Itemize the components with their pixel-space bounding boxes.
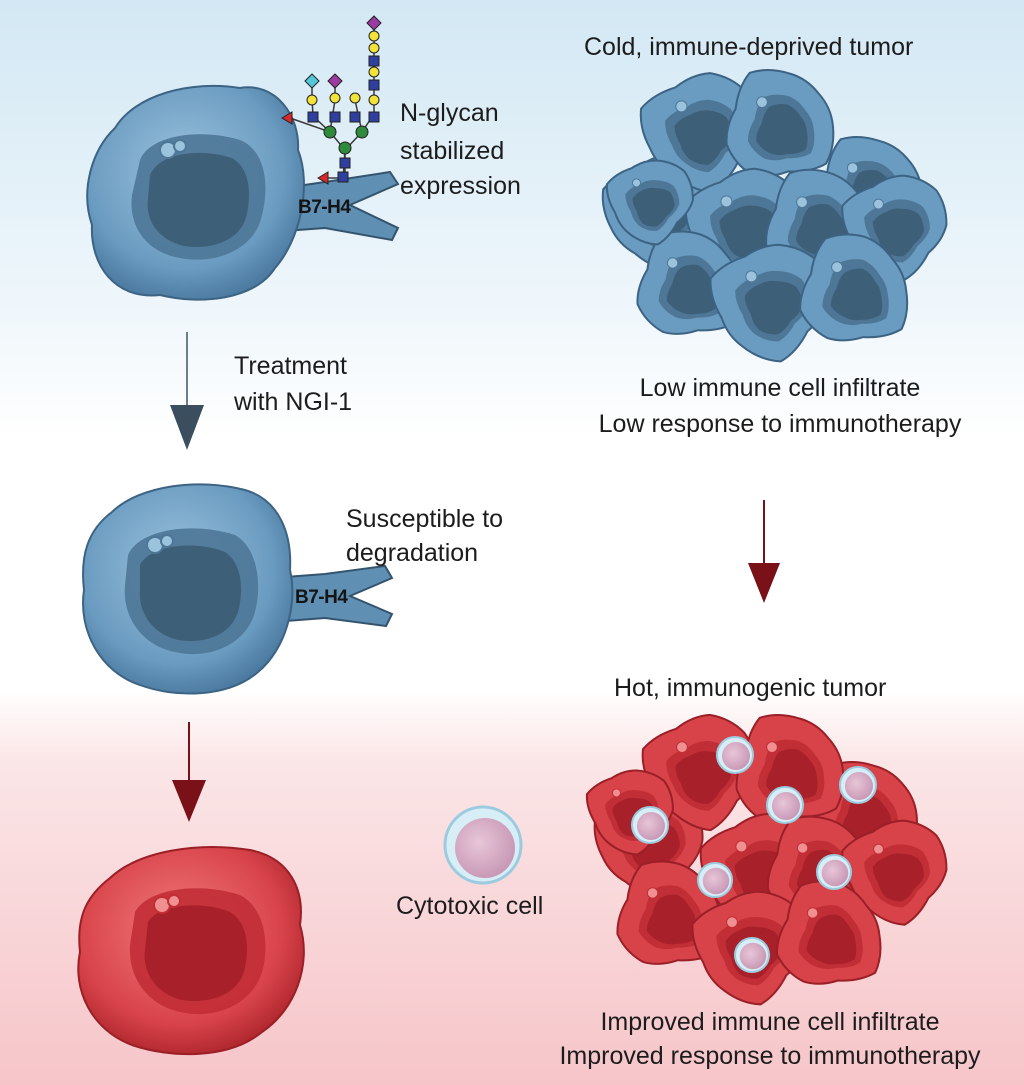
hot-tumor-response: Improved response to immunotherapy: [559, 1042, 981, 1070]
infiltrating-immune-cell: [716, 736, 754, 774]
tumor-cell-red: [775, 880, 882, 985]
susceptible-label-line1: Susceptible to: [346, 505, 504, 533]
n-glycan-label-line2: stabilized: [400, 137, 505, 165]
tumor-cell-red-bottom: [77, 846, 305, 1056]
treatment-arrow: [170, 332, 204, 450]
arrow-cold-to-hot: [748, 500, 780, 603]
hot-tumor-title: Hot, immunogenic tumor: [614, 674, 887, 702]
treatment-label-line2: with NGI-1: [234, 388, 353, 416]
n-glycan-label-line1: N-glycan: [400, 99, 499, 127]
cold-tumor-title: Cold, immune-deprived tumor: [584, 33, 914, 61]
cytotoxic-cell-label: Cytotoxic cell: [396, 892, 544, 920]
n-glycan-monosaccharides: [281, 15, 382, 185]
b7h4-label-middle: B7-H4: [295, 587, 348, 608]
tumor-cell-red: [841, 819, 948, 926]
infiltrating-immune-cell: [839, 766, 877, 804]
cold-tumor-response: Low response to immunotherapy: [598, 410, 962, 438]
tumor-cell-blue: [709, 243, 830, 363]
arrow-down-to-red-cell: [172, 722, 206, 822]
n-glycan-label-line3: expression: [400, 172, 521, 200]
tumor-cell-blue-middle: [82, 483, 294, 695]
infiltrating-immune-cell: [697, 862, 733, 898]
tumor-cell-blue: [799, 233, 909, 342]
hot-tumor-cluster: [585, 713, 948, 1006]
infiltrating-immune-cell: [631, 806, 669, 844]
b7h4-label-top: B7-H4: [298, 197, 351, 218]
infiltrating-immune-cell: [766, 786, 804, 824]
infiltrating-immune-cell: [816, 854, 852, 890]
susceptible-label-line2: degradation: [346, 539, 479, 567]
tumor-cell-blue: [605, 159, 694, 246]
treatment-label-line1: Treatment: [234, 352, 348, 380]
infiltrating-immune-cell: [734, 937, 770, 973]
cold-tumor-infiltrate: Low immune cell infiltrate: [639, 374, 921, 402]
tumor-cell-blue: [725, 69, 835, 178]
cold-tumor-cluster: [601, 69, 948, 363]
tumor-cell-blue-top: [86, 84, 305, 301]
hot-tumor-infiltrate: Improved immune cell infiltrate: [600, 1008, 940, 1036]
b7h4-receptor-middle: [271, 564, 394, 628]
cytotoxic-cell: [443, 805, 523, 885]
tumor-cell-blue: [636, 230, 742, 335]
